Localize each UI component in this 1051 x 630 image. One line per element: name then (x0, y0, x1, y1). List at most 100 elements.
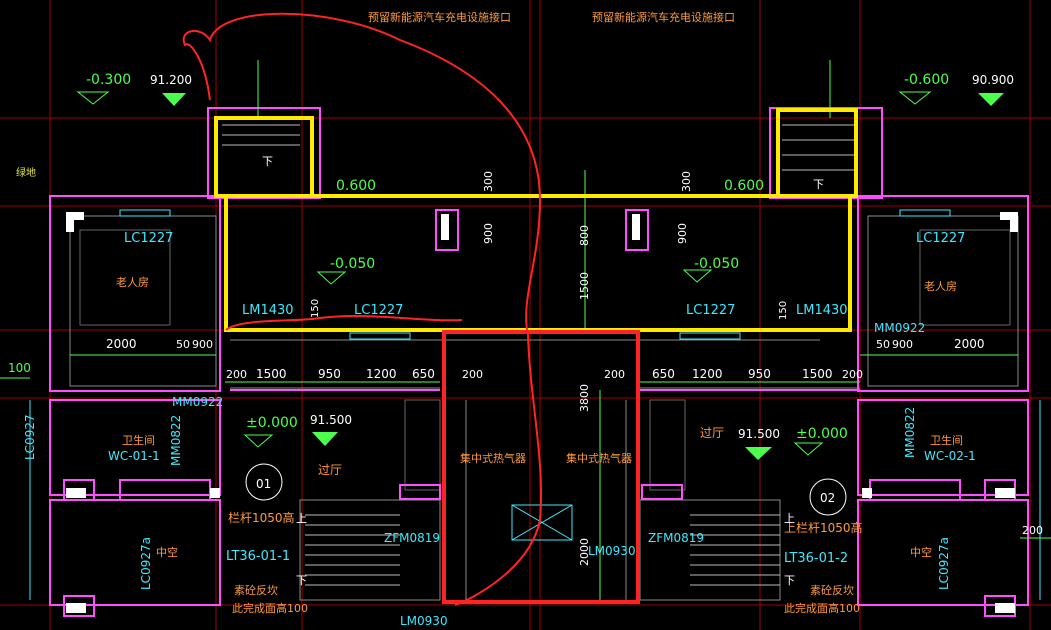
level-hall-right-zero: ±0.000 (796, 426, 848, 442)
label-zfm-right: ZFM0819 (648, 531, 704, 545)
label-heater-right: 集中式热气器 (566, 451, 632, 465)
dim-2000-left: 2000 (106, 337, 137, 351)
label-bathroom-left: 卫生间 (122, 433, 155, 447)
dim-3800-vert: 3800 (578, 384, 591, 412)
label-lc1227-right: LC1227 (916, 231, 965, 246)
label-mm0822-right-vertical: MM0822 (903, 407, 917, 458)
stair-down-right: 下 (813, 178, 824, 191)
label-wc-left: WC-01-1 (108, 449, 160, 463)
label-zfm-left: ZFM0819 (384, 531, 440, 545)
red-box-stairwell (442, 330, 640, 604)
label-finish-height-right: 此完成面高100 (784, 601, 860, 615)
label-hall-right: 过厅 (700, 426, 724, 440)
dim-650-b: 650 (652, 367, 675, 381)
label-lm0930-right: LM0930 (588, 544, 636, 558)
level-balcony-left: -0.050 (330, 256, 375, 272)
stair-down-left: 下 (262, 155, 273, 168)
stair-up-left: 上 (296, 512, 307, 525)
label-lm1430-left: LM1430 (242, 303, 294, 318)
dim-900-right: 900 (892, 338, 913, 351)
label-green-area: 绿地 (16, 166, 36, 179)
axis-bubble-02 (809, 478, 847, 516)
dim-200-right-edge: 200 (1022, 524, 1043, 537)
label-lm1430-right: LM1430 (796, 303, 848, 318)
label-wc-right: WC-02-1 (924, 449, 976, 463)
label-rail-right: 上栏杆1050高 (784, 520, 863, 535)
dim-200-c: 200 (604, 368, 625, 381)
dim-2000-vert: 2000 (578, 538, 591, 566)
red-freehand-connector (225, 315, 463, 331)
dim-300-left: 300 (482, 171, 495, 192)
dim-1500-vert: 1500 (578, 272, 591, 300)
level-left-relative: -0.300 (86, 72, 131, 88)
dim-200-b: 200 (462, 368, 483, 381)
label-bathroom-right: 卫生间 (930, 433, 963, 447)
stair-down-right-lower: 下 (784, 574, 795, 587)
level-hall-left-abs: 91.500 (310, 413, 352, 427)
label-lt-right: LT36-01-2 (784, 551, 848, 566)
dim-900-left: 900 (192, 338, 213, 351)
label-elderly-room-right: 老人房 (924, 280, 957, 293)
dim-900-vert-right: 900 (676, 223, 689, 244)
level-step-left: 0.600 (336, 178, 376, 194)
label-atrium-right: 中空 (910, 545, 932, 559)
walls (49, 107, 1029, 617)
dim-900-vert-left: 900 (482, 223, 495, 244)
dim-100-left: 100 (8, 361, 31, 375)
dimension-lines (0, 60, 1051, 600)
dim-650-a: 650 (412, 367, 435, 381)
stair-down-left-lower: 下 (296, 574, 307, 587)
yellow-box-balcony (224, 194, 852, 332)
label-lc1227-left: LC1227 (124, 231, 173, 246)
level-right-relative: -0.600 (904, 72, 949, 88)
label-heater-left: 集中式热气器 (460, 451, 526, 465)
window-lines (29, 209, 1041, 600)
yellow-markup (214, 108, 858, 332)
note-ev-charging-left: 预留新能源汽车充电设施接口 (368, 10, 511, 24)
dim-800-vert: 800 (578, 225, 591, 246)
label-concrete-curb-right: 素砼反坎 (810, 584, 854, 597)
level-balcony-right: -0.050 (694, 256, 739, 272)
label-hall-left: 过厅 (318, 463, 342, 477)
label-lc1227-balcony-right: LC1227 (686, 303, 735, 318)
level-right-absolute: 90.900 (972, 73, 1014, 87)
label-lc1227-balcony-left: LC1227 (354, 303, 403, 318)
dim-1200-a: 1200 (366, 367, 397, 381)
note-ev-charging-right: 预留新能源汽车充电设施接口 (592, 10, 735, 24)
dim-50-right: 50 (876, 338, 890, 351)
level-step-right: 0.600 (724, 178, 764, 194)
dim-150-left: 150 (310, 299, 321, 318)
red-markup (182, 12, 640, 606)
label-lm0930-bottom: LM0930 (400, 614, 448, 628)
axis-label-02: 02 (820, 491, 835, 505)
label-lc0927a-left-vertical: LC0927a (139, 537, 153, 590)
dimension-texts: 2000 2000 50 900 50 900 200 1500 950 120… (8, 171, 1043, 566)
label-lt-left: LT36-01-1 (226, 549, 290, 564)
label-atrium-left: 中空 (156, 545, 178, 559)
dim-1500-a: 1500 (256, 367, 287, 381)
label-mm0822-left-vertical: MM0822 (169, 415, 183, 466)
dim-300-right: 300 (680, 171, 693, 192)
dim-150-right: 150 (778, 301, 789, 320)
label-elderly-room-left: 老人房 (116, 276, 149, 289)
dim-50-left: 50 (176, 338, 190, 351)
level-hall-left-zero: ±0.000 (246, 415, 298, 431)
level-left-absolute: 91.200 (150, 73, 192, 87)
dim-1500-b: 1500 (802, 367, 833, 381)
level-triangles (76, 91, 1004, 460)
axis-bubble-01 (245, 463, 283, 501)
label-lc0927a-right-vertical: LC0927a (937, 537, 951, 590)
dim-950-b: 950 (748, 367, 771, 381)
red-freehand-outline (182, 12, 543, 606)
dim-200-d: 200 (842, 368, 863, 381)
dim-200-a: 200 (226, 368, 247, 381)
label-lc0927-vertical: LC0927 (23, 414, 37, 460)
label-rail-left: 栏杆1050高 (228, 510, 295, 525)
dim-2000-right: 2000 (954, 337, 985, 351)
wall-fills (66, 212, 1018, 613)
axis-label-01: 01 (256, 477, 271, 491)
axis-bubbles (245, 463, 847, 516)
dim-1200-b: 1200 (692, 367, 723, 381)
label-concrete-curb-left: 素砼反坎 (234, 584, 278, 597)
